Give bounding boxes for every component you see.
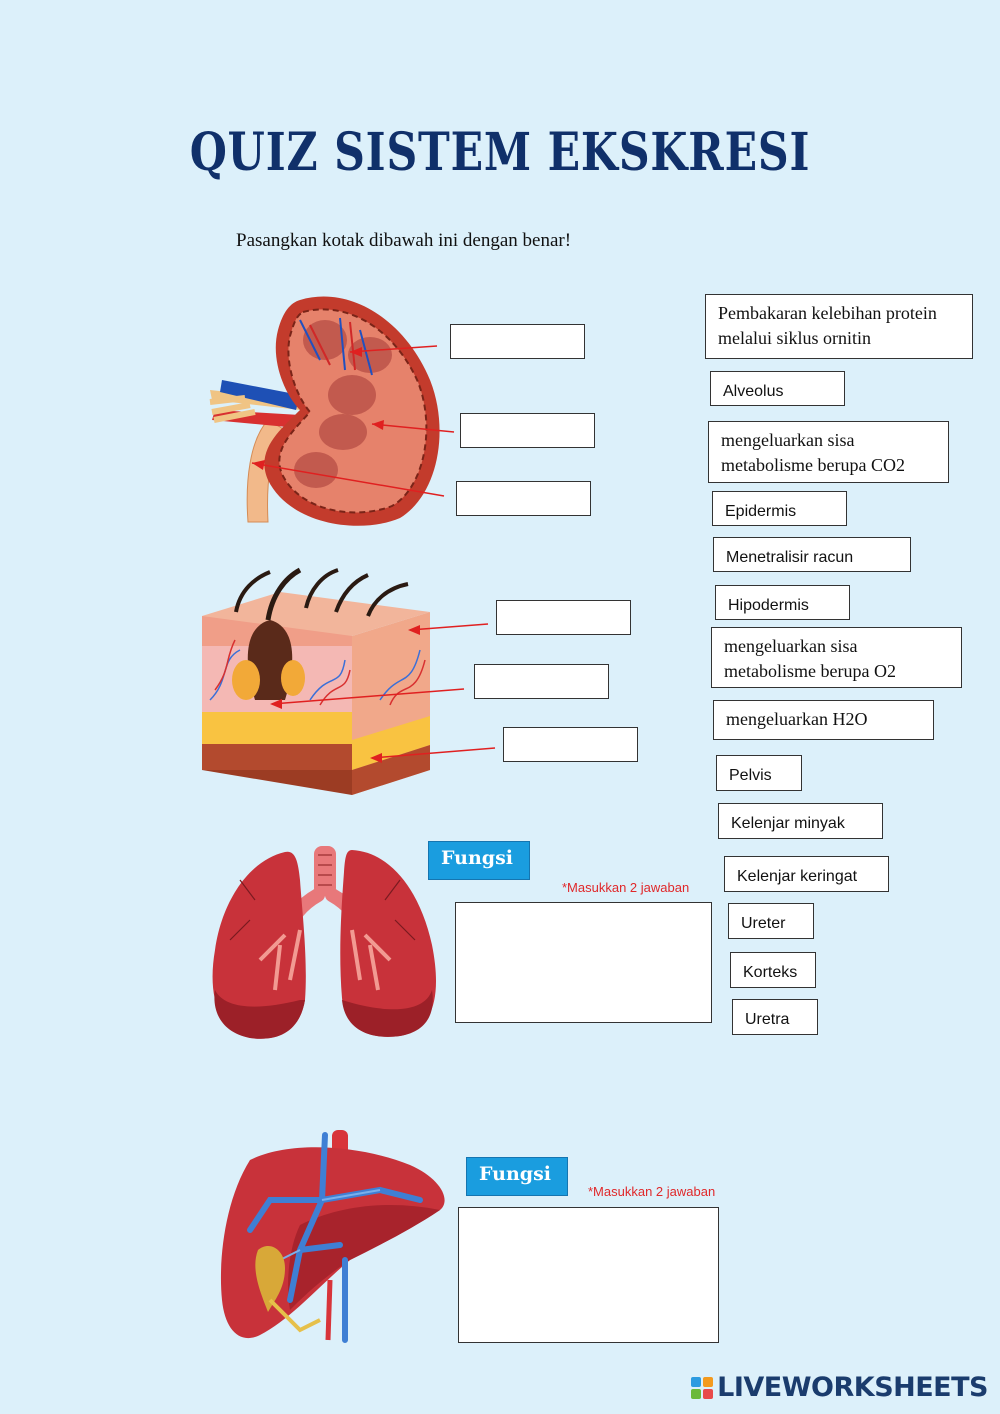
lungs-fungsi-label: Fungsi — [428, 841, 530, 880]
answer-card-uretra[interactable]: Uretra — [732, 999, 818, 1035]
answer-card-o2[interactable]: mengeluarkan sisa metabolisme berupa O2 — [711, 627, 962, 688]
liver-fungsi-label: Fungsi — [466, 1157, 568, 1196]
answer-card-h2o[interactable]: mengeluarkan H2O — [713, 700, 934, 740]
answer-card-hipodermis[interactable]: Hipodermis — [715, 585, 850, 620]
lungs-note: *Masukkan 2 jawaban — [562, 880, 689, 895]
liver-note: *Masukkan 2 jawaban — [588, 1184, 715, 1199]
answer-card-co2[interactable]: mengeluarkan sisa metabolisme berupa CO2 — [708, 421, 949, 483]
kidney-answer-box-2[interactable] — [460, 413, 595, 448]
answer-card-kelenjar-keringat[interactable]: Kelenjar keringat — [724, 856, 889, 892]
answer-card-pelvis[interactable]: Pelvis — [716, 755, 802, 791]
liveworksheets-logo-icon — [691, 1377, 713, 1399]
skin-answer-box-1[interactable] — [496, 600, 631, 635]
answer-card-kelenjar-minyak[interactable]: Kelenjar minyak — [718, 803, 883, 839]
answer-card-menetralisir-racun[interactable]: Menetralisir racun — [713, 537, 911, 572]
answer-card-alveolus[interactable]: Alveolus — [710, 371, 845, 406]
liver-answer-box[interactable] — [458, 1207, 719, 1343]
answer-card-epidermis[interactable]: Epidermis — [712, 491, 847, 526]
skin-answer-box-3[interactable] — [503, 727, 638, 762]
answer-card-ornitin[interactable]: Pembakaran kelebihan protein melalui sik… — [705, 294, 973, 359]
kidney-answer-box-3[interactable] — [456, 481, 591, 516]
liveworksheets-logo: LIVEWORKSHEETS — [691, 1372, 988, 1403]
lungs-answer-box[interactable] — [455, 902, 712, 1023]
answer-card-korteks[interactable]: Korteks — [730, 952, 816, 988]
skin-answer-box-2[interactable] — [474, 664, 609, 699]
liveworksheets-brand: LIVEWORKSHEETS — [717, 1372, 988, 1403]
answer-card-ureter[interactable]: Ureter — [728, 903, 814, 939]
kidney-answer-box-1[interactable] — [450, 324, 585, 359]
